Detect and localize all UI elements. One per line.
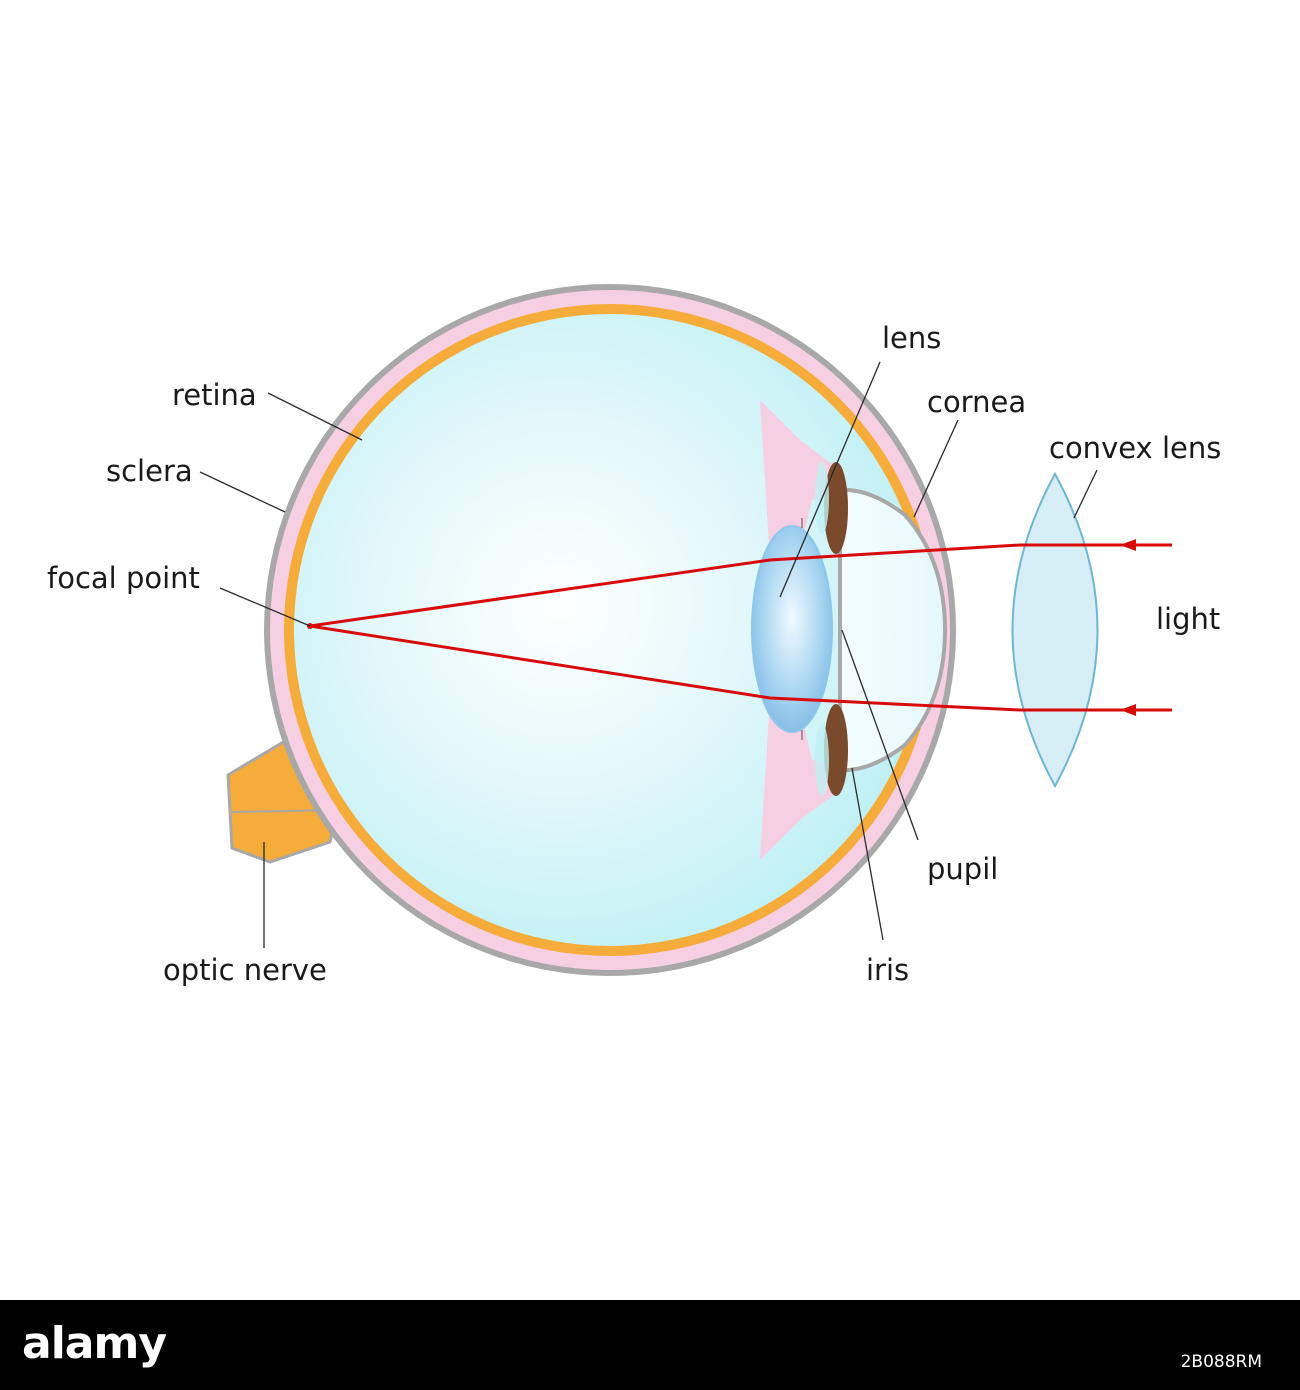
label-pupil: pupil xyxy=(927,852,998,886)
label-convex-lens: convex lens xyxy=(1049,431,1221,465)
convex-lens-shape xyxy=(1011,471,1099,789)
focal-point-leader xyxy=(219,587,311,627)
light-rays xyxy=(307,539,1172,716)
ciliary-body-bottom xyxy=(760,700,840,860)
convex-lens-leader xyxy=(1073,469,1098,519)
label-light: light xyxy=(1156,602,1220,636)
label-cornea: cornea xyxy=(927,385,1026,419)
eye-diagram: lens retina cornea convex lens sclera fo… xyxy=(47,284,1221,987)
cornea-leader xyxy=(913,419,959,518)
label-retina: retina xyxy=(172,378,257,412)
label-optic-nerve: optic nerve xyxy=(163,953,327,987)
lens-leader xyxy=(779,361,881,598)
light-ray-bottom xyxy=(309,624,1172,712)
iris-bottom xyxy=(824,704,848,796)
light-ray-top xyxy=(309,543,1172,628)
sclera-leader xyxy=(199,471,286,513)
iris-top xyxy=(824,462,848,554)
image-code: 2B088RM xyxy=(1180,1352,1262,1372)
label-focal-point: focal point xyxy=(47,561,200,595)
retina-leader xyxy=(267,392,363,441)
arrow-head-top xyxy=(1120,539,1136,551)
ciliary-body-top xyxy=(760,400,840,560)
pupil-leader xyxy=(841,629,919,841)
label-iris: iris xyxy=(866,953,909,987)
watermark-footer: alamy 2B088RM xyxy=(0,1300,1300,1390)
arrow-head-bottom xyxy=(1120,704,1136,716)
label-sclera: sclera xyxy=(106,454,193,488)
brand-logo: alamy xyxy=(22,1318,167,1369)
label-lens: lens xyxy=(882,321,941,355)
iris-bottom-edge xyxy=(815,724,829,796)
cornea-shape xyxy=(838,487,948,773)
iris-leader xyxy=(851,767,884,941)
crystalline-lens xyxy=(751,525,833,733)
